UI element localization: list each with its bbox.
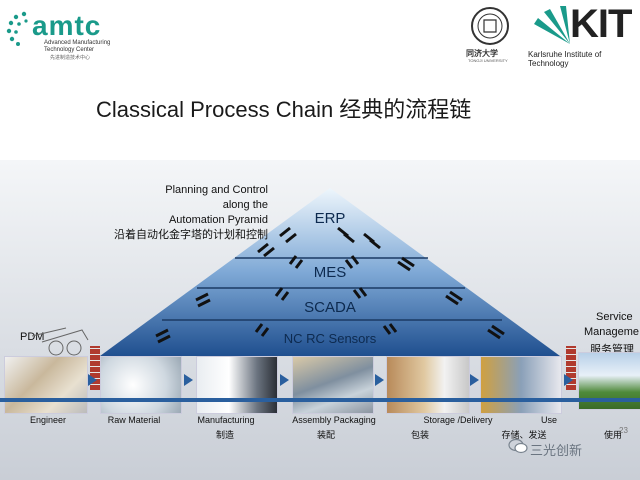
step-label-en: Engineer — [29, 415, 67, 425]
step-label-zh: 装配 — [316, 430, 335, 440]
tongji-subtitle: TONGJI UNIVERSITY — [468, 58, 508, 63]
pyramid-caption: Planning and Control along the Automatio… — [60, 183, 268, 243]
wechat-icon — [508, 438, 528, 454]
step-label-zh: 使用 — [603, 430, 622, 440]
step-label-en: Manufacturing — [197, 415, 255, 425]
step-label-zh: 制造 — [215, 430, 234, 440]
amtc-dots-icon — [6, 11, 28, 46]
raw-material-photo — [100, 356, 182, 414]
kit-wordmark: KIT — [570, 2, 632, 46]
chain-arrow — [88, 374, 97, 386]
caption-line: Planning and Control — [165, 184, 268, 196]
tongji-seal-icon — [471, 7, 509, 45]
use-photo — [480, 356, 562, 414]
kit-rays-icon — [534, 6, 570, 44]
pyramid-level-scada: SCADA — [304, 299, 356, 316]
slide-title: Classical Process Chain 经典的流程链 — [96, 97, 472, 122]
kit-subtitle: Karlsruhe Institute of Technology — [528, 50, 602, 68]
chain-arrow — [280, 374, 289, 386]
assembly-photo — [292, 356, 374, 414]
pyramid-level-erp: ERP — [314, 210, 346, 227]
engineer-photo — [4, 356, 88, 414]
step-label-en: Storage /Delivery — [423, 415, 493, 425]
pyramid-level-sensors: NC RC Sensors — [283, 331, 377, 346]
step-label-zh: 存储、发送 — [501, 430, 547, 440]
amtc-wordmark: amtc — [32, 10, 102, 41]
amtc-subtitle-1: Advanced Manufacturing — [44, 40, 111, 46]
firewall-right — [566, 346, 576, 390]
step-label-en: Raw Material — [107, 415, 161, 425]
pdm-drawing-icon — [31, 327, 89, 356]
amtc-logo: amtc — [4, 6, 154, 66]
watermark-text: 三光创新 — [530, 443, 583, 458]
caption-line: along the — [222, 199, 268, 211]
chain-arrow — [470, 374, 479, 386]
automation-pyramid — [100, 188, 560, 356]
chain-arrow — [375, 374, 384, 386]
pyramid-link-marks — [155, 226, 505, 344]
amtc-subtitle-3: 先进制造技术中心 — [50, 55, 91, 61]
amtc-subtitle-2: Technology Center — [44, 47, 95, 53]
step-label-zh: 包装 — [410, 430, 429, 440]
service-label-en2: Manageme — [584, 326, 640, 338]
pyramid-shape — [100, 188, 560, 356]
storage-photo — [386, 356, 470, 414]
caption-line: Automation Pyramid — [168, 214, 268, 226]
page-number: 23 — [619, 426, 628, 435]
pyramid-level-mes: MES — [313, 264, 347, 281]
firewall-left — [90, 346, 100, 390]
tongji-name: 同济大学 — [466, 49, 498, 58]
slide-header: amtc Advanced Manufacturing Technology C… — [0, 0, 640, 160]
manufacturing-photo — [196, 356, 278, 414]
step-label-en: Use — [540, 415, 557, 425]
chain-arrow — [564, 374, 573, 386]
step-label-en: Assembly Packaging — [292, 415, 376, 425]
chain-baseline — [0, 398, 640, 402]
service-label-en1: Service — [596, 311, 633, 323]
caption-line: 沿着自动化金字塔的计划和控制 — [114, 229, 268, 241]
chain-arrow — [184, 374, 193, 386]
